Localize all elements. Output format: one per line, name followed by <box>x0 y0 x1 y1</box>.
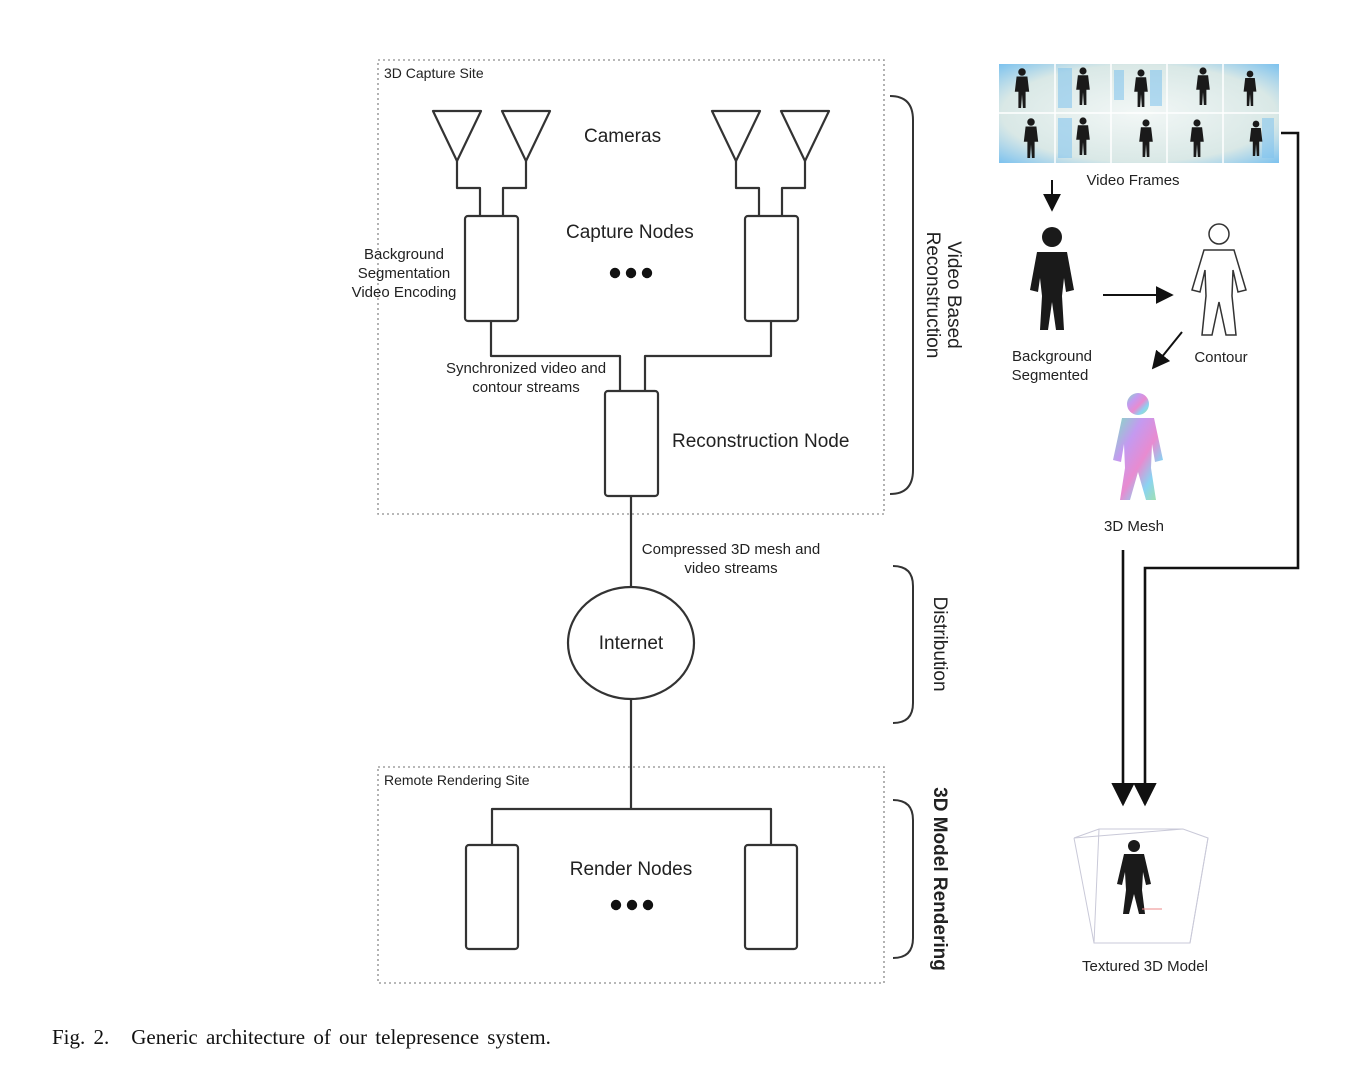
caption-number: Fig. 2. <box>52 1025 110 1049</box>
render-node-left <box>464 843 520 951</box>
segmented-person-icon <box>1030 227 1074 330</box>
arrow-to-mesh <box>1151 331 1183 370</box>
compressed-streams-line1: Compressed 3D mesh and <box>642 541 820 558</box>
video-frames-label: Video Frames <box>1086 172 1179 189</box>
cameras-label: Cameras <box>584 126 661 147</box>
mesh-person-icon <box>1113 393 1163 500</box>
render-nodes-label: Render Nodes <box>570 859 693 880</box>
reconstruction-node-label: Reconstruction Node <box>672 431 849 452</box>
brace-model-rendering <box>892 799 914 959</box>
camera-wires <box>455 161 807 216</box>
capture-node-left <box>463 214 520 323</box>
rendering-site-border <box>377 766 885 984</box>
brace-distribution <box>892 565 914 724</box>
reconstruction-node <box>603 389 660 498</box>
textured-person-icon <box>1117 840 1151 914</box>
stage-distribution: Distribution <box>929 596 950 691</box>
sync-streams-line2: contour streams <box>472 379 580 396</box>
render-wires <box>490 807 773 845</box>
node-task-segmentation: Segmentation <box>358 265 451 282</box>
ellipsis-icon <box>610 899 654 911</box>
figure-caption: Fig. 2. Generic architecture of our telep… <box>52 1025 551 1050</box>
stage-model-rendering: 3D Model Rendering <box>929 787 950 971</box>
capture-site-title: 3D Capture Site <box>384 65 484 81</box>
rendering-site-title: Remote Rendering Site <box>384 772 530 788</box>
brace-video-based <box>889 95 914 495</box>
contour-label: Contour <box>1194 349 1247 366</box>
capture-node-right <box>743 214 800 323</box>
video-frames-grid <box>999 64 1279 163</box>
internet-label: Internet <box>599 633 664 654</box>
stream-wires <box>489 321 773 391</box>
background-segmented-line2: Segmented <box>1012 367 1089 384</box>
background-segmented-line1: Background <box>1012 348 1092 365</box>
ellipsis-icon <box>609 267 653 279</box>
pipeline: Video Frames Background Segmented Contou… <box>999 64 1300 975</box>
sync-streams-line1: Synchronized video and <box>446 360 606 377</box>
node-task-encoding: Video Encoding <box>352 284 457 301</box>
capture-site: 3D Capture Site Cameras Capture Nodes Ba… <box>352 59 885 515</box>
node-task-background: Background <box>364 246 444 263</box>
capture-nodes-label: Capture Nodes <box>566 222 694 243</box>
arrow-frames-to-model <box>1133 131 1300 807</box>
textured-model-box <box>1073 828 1209 944</box>
camera-icon <box>431 109 831 163</box>
rendering-site: Remote Rendering Site Render Nodes <box>377 766 885 984</box>
render-node-right <box>743 843 799 951</box>
stage-video-based-line2: Reconstruction <box>922 232 943 359</box>
network: Compressed 3D mesh and video streams Int… <box>566 496 820 809</box>
textured-model-label: Textured 3D Model <box>1082 958 1208 975</box>
caption-text: Generic architecture of our telepresence… <box>131 1025 551 1049</box>
compressed-streams-line2: video streams <box>684 560 777 577</box>
contour-person-icon <box>1191 223 1247 336</box>
mesh-label: 3D Mesh <box>1104 518 1164 535</box>
stage-braces <box>889 95 914 959</box>
stage-video-based-line1: Video Based <box>943 241 964 348</box>
